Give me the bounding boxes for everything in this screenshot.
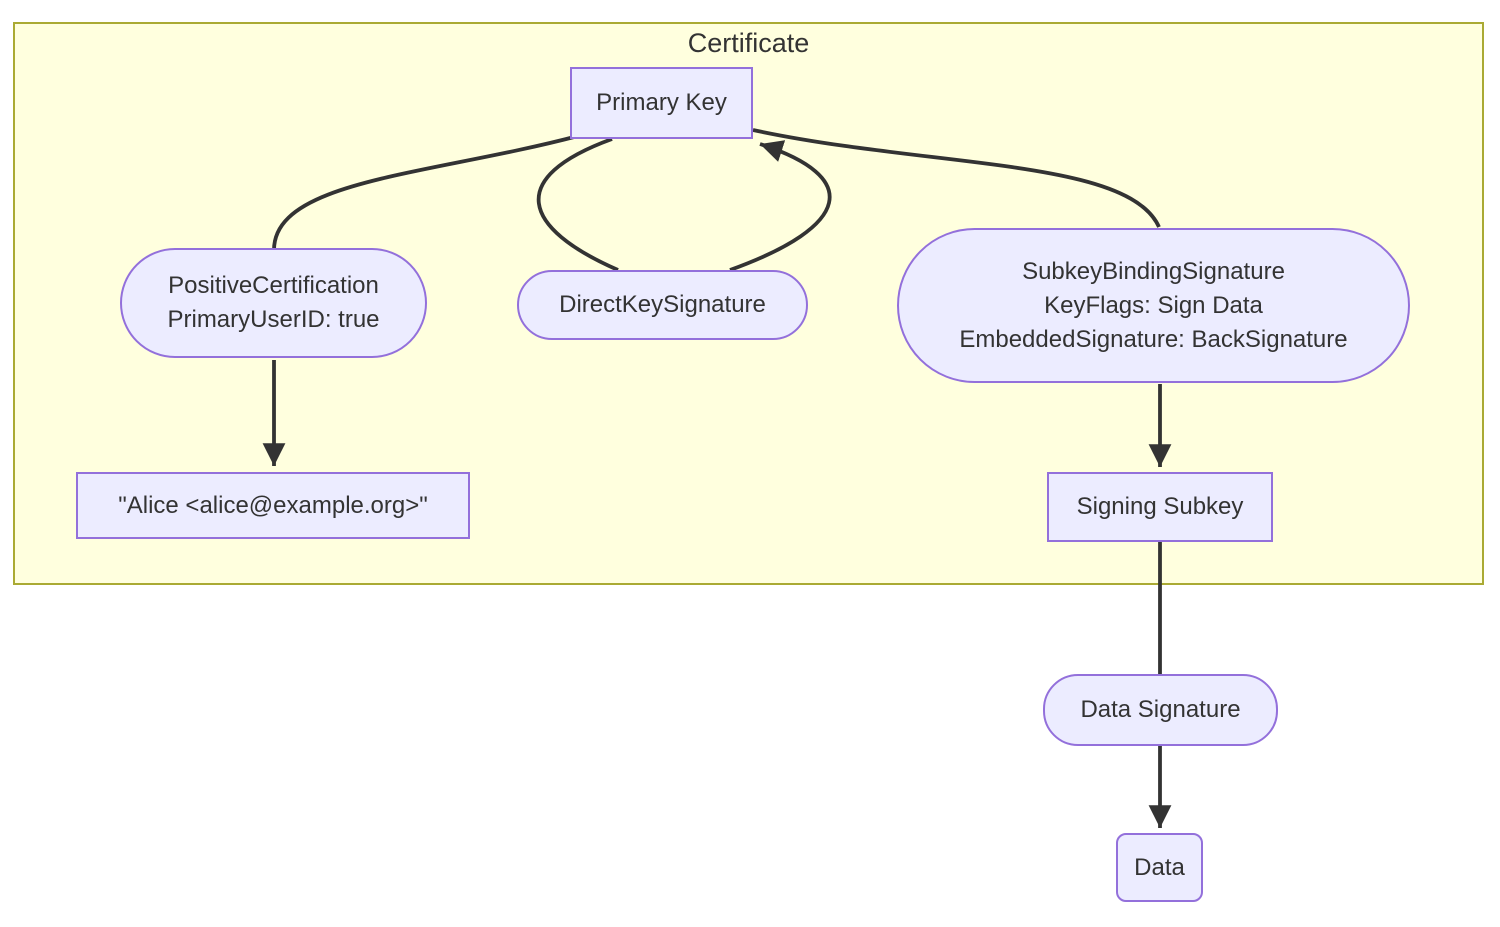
edge-directkeysignature-primarykey xyxy=(729,140,832,272)
node-subkey-binding-signature: SubkeyBindingSignature KeyFlags: Sign Da… xyxy=(897,228,1410,383)
node-primary-key: Primary Key xyxy=(570,67,753,139)
node-positive-certification: PositiveCertification PrimaryUserID: tru… xyxy=(120,248,427,358)
node-signing-subkey: Signing Subkey xyxy=(1047,472,1273,542)
node-positive-certification-line1: PositiveCertification xyxy=(168,272,379,299)
node-signing-subkey-label: Signing Subkey xyxy=(1076,493,1244,520)
edge-primarykey-positivecertification xyxy=(272,134,579,251)
node-user-id-label: "Alice <alice@example.org>" xyxy=(118,491,428,519)
node-data-label: Data xyxy=(1134,853,1185,881)
certificate-cluster-title: Certificate xyxy=(687,28,810,58)
node-data-signature: Data Signature xyxy=(1043,674,1278,746)
node-direct-key-signature-label: DirectKeySignature xyxy=(559,291,766,318)
node-subkey-binding-signature-line2: KeyFlags: Sign Data xyxy=(1044,291,1263,319)
edge-primarykey-subkeybindingsignature xyxy=(752,128,1161,228)
node-subkey-binding-signature-line1: SubkeyBindingSignature xyxy=(1022,257,1285,285)
edge-primarykey-directkeysignature xyxy=(536,137,619,272)
node-positive-certification-line2: PrimaryUserID: true xyxy=(167,306,380,333)
node-data-signature-label: Data Signature xyxy=(1080,696,1241,723)
node-subkey-binding-signature-line3: EmbeddedSignature: BackSignature xyxy=(959,325,1348,353)
node-user-id: "Alice <alice@example.org>" xyxy=(76,472,470,539)
node-primary-key-label: Primary Key xyxy=(596,89,727,116)
node-data: Data xyxy=(1116,833,1203,902)
node-direct-key-signature: DirectKeySignature xyxy=(517,270,808,340)
